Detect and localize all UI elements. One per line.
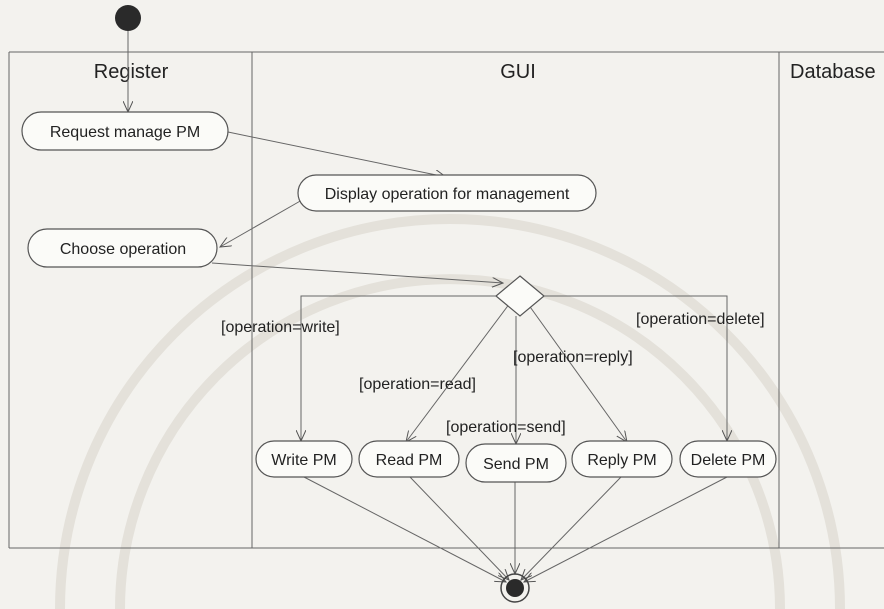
initial-node <box>115 5 141 31</box>
control-flows <box>128 31 727 582</box>
action-send-pm: Send PM <box>465 443 567 483</box>
action-label: Send PM <box>483 456 549 473</box>
guard-send: [operation=send] <box>446 419 566 436</box>
guard-delete: [operation=delete] <box>636 311 765 328</box>
action-label: Read PM <box>376 452 443 469</box>
flow-decision-to-write <box>301 295 497 441</box>
flow-delete-to-end <box>524 476 728 582</box>
lane-title-register: Register <box>94 61 169 83</box>
action-label: Delete PM <box>691 452 766 469</box>
flow-decision-to-read <box>406 302 511 442</box>
action-read-pm: Read PM <box>358 440 460 478</box>
action-reply-pm: Reply PM <box>571 440 673 478</box>
flow-request-to-display <box>227 131 446 177</box>
action-write-pm: Write PM <box>255 440 353 478</box>
action-display-operation: Display operation for management <box>297 174 597 212</box>
guard-read: [operation=read] <box>359 376 476 393</box>
action-label: Request manage PM <box>50 124 200 141</box>
action-label: Write PM <box>271 452 336 469</box>
action-choose-operation: Choose operation <box>27 228 218 268</box>
flow-choose-to-decision <box>211 262 503 283</box>
flow-reply-to-end <box>521 476 622 580</box>
guard-reply: [operation=reply] <box>513 349 633 366</box>
flow-decision-to-reply <box>527 303 627 442</box>
guard-write: [operation=write] <box>221 319 340 336</box>
action-label: Reply PM <box>587 452 656 469</box>
lane-title-database: Database <box>790 61 876 83</box>
flow-display-to-choose <box>220 199 303 247</box>
action-request-manage-pm: Request manage PM <box>21 111 229 151</box>
flow-write-to-end <box>303 476 506 582</box>
final-node <box>500 573 530 603</box>
flow-decision-to-delete <box>543 295 727 441</box>
flow-read-to-end <box>409 476 509 580</box>
action-delete-pm: Delete PM <box>679 440 777 478</box>
swimlane-frame <box>8 51 884 549</box>
action-label: Display operation for management <box>325 186 570 203</box>
action-label: Choose operation <box>60 241 186 258</box>
lane-title-gui: GUI <box>500 61 536 83</box>
watermark <box>55 214 845 609</box>
decision-node <box>495 275 545 317</box>
